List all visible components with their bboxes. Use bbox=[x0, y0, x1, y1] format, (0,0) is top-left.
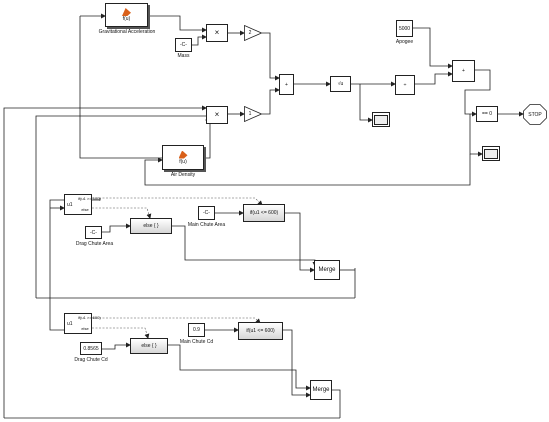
if-block-2[interactable]: u1 bbox=[64, 313, 92, 334]
if2-input-text: u1 bbox=[67, 320, 73, 327]
compare-text: == 0 bbox=[481, 111, 492, 117]
matlab-function-icon bbox=[178, 150, 188, 159]
air-density-label: Air Density bbox=[170, 172, 196, 178]
mass-label: Mass bbox=[177, 53, 190, 59]
product-bottom-text: × bbox=[214, 110, 220, 119]
if-block-1[interactable]: u1 bbox=[64, 194, 92, 215]
if-action-subsystem-2[interactable]: if(u1 <= 600) bbox=[238, 322, 283, 340]
scope-right-block[interactable] bbox=[482, 146, 500, 161]
mass-const-text: -C- bbox=[180, 42, 187, 48]
if2-else: else bbox=[81, 326, 89, 331]
scope-mid-block[interactable] bbox=[372, 112, 390, 127]
main-cd-const-text: 0.9 bbox=[193, 327, 200, 333]
scope-icon bbox=[484, 148, 498, 159]
divide-text: ÷ bbox=[403, 82, 407, 88]
ifaction1-text: if(u1 <= 600) bbox=[249, 210, 279, 216]
else-subsystem-1[interactable]: else { } bbox=[130, 218, 172, 234]
product-top-text: × bbox=[214, 28, 220, 37]
merge-block-1[interactable]: Merge bbox=[314, 260, 340, 280]
sqrt-text: √u bbox=[337, 81, 344, 87]
drag-area-const-text: -C- bbox=[90, 229, 97, 236]
air-density-fcn-block[interactable]: f(u) bbox=[162, 145, 204, 170]
gravity-fcn-text: f(u) bbox=[122, 16, 131, 22]
stop-text: STOP bbox=[528, 112, 542, 118]
drag-chute-area-constant[interactable]: -C- bbox=[85, 226, 102, 239]
else2-text: else { } bbox=[141, 343, 157, 349]
main-chute-area-label: Main Chute Area bbox=[187, 222, 226, 228]
main-chute-cd-constant[interactable]: 0.9 bbox=[188, 323, 205, 337]
gain-top-block[interactable] bbox=[244, 25, 262, 41]
product-top-block[interactable]: × bbox=[206, 24, 228, 42]
if1-else: else bbox=[81, 207, 89, 212]
gain-top-text: 2 bbox=[248, 30, 252, 36]
drag-cd-const-text: 0.8565 bbox=[83, 345, 99, 352]
gravity-fcn-block[interactable]: f(u) bbox=[105, 3, 148, 27]
drag-chute-cd-label: Drag Chute Cd bbox=[74, 357, 108, 363]
stop-block[interactable] bbox=[523, 104, 547, 125]
sqrt-block[interactable]: √u bbox=[330, 76, 351, 92]
if1-input-text: u1 bbox=[67, 201, 73, 208]
ifaction2-text: if(u1 <= 600) bbox=[246, 328, 275, 334]
sum-mid-block[interactable]: + bbox=[279, 74, 294, 95]
merge-block-2[interactable]: Merge bbox=[310, 380, 332, 400]
compare-zero-block[interactable]: == 0 bbox=[476, 106, 498, 122]
if1-condition: if(u1 >= 600) bbox=[78, 196, 101, 201]
drag-chute-area-label: Drag Chute Area bbox=[75, 241, 114, 247]
main-chute-cd-label: Main Chute Cd bbox=[179, 339, 214, 345]
scope-icon bbox=[374, 114, 388, 125]
divide-block[interactable]: ÷ bbox=[395, 75, 415, 95]
apogee-constant-block[interactable]: 5000 bbox=[396, 20, 413, 37]
else-subsystem-2[interactable]: else { } bbox=[130, 338, 168, 354]
sum-right-block[interactable]: + bbox=[452, 60, 475, 82]
product-bottom-block[interactable]: × bbox=[206, 106, 228, 124]
drag-chute-cd-constant[interactable]: 0.8565 bbox=[80, 342, 102, 355]
apogee-label: Apogee bbox=[395, 39, 414, 45]
if-action-subsystem-1[interactable]: if(u1 <= 600) bbox=[243, 204, 285, 222]
sum-mid-text: + bbox=[285, 81, 288, 88]
main-chute-area-constant[interactable]: -C- bbox=[198, 206, 215, 220]
else1-text: else { } bbox=[143, 223, 159, 229]
mass-constant-block[interactable]: -C- bbox=[175, 38, 192, 52]
sum-right-text: + bbox=[462, 68, 465, 74]
merge1-text: Merge bbox=[318, 267, 336, 273]
matlab-function-icon bbox=[122, 8, 131, 16]
main-area-const-text: -C- bbox=[203, 210, 210, 216]
merge2-text: Merge bbox=[312, 387, 330, 393]
gain-bottom-block[interactable] bbox=[244, 106, 262, 122]
if2-condition: if(u1 >= 600) bbox=[78, 315, 101, 320]
apogee-const-text: 5000 bbox=[398, 25, 411, 32]
gain-bottom-text: 1 bbox=[248, 111, 252, 117]
gravity-label: Gravitational Acceleration bbox=[98, 29, 156, 35]
air-fcn-text: f(u) bbox=[179, 158, 187, 165]
